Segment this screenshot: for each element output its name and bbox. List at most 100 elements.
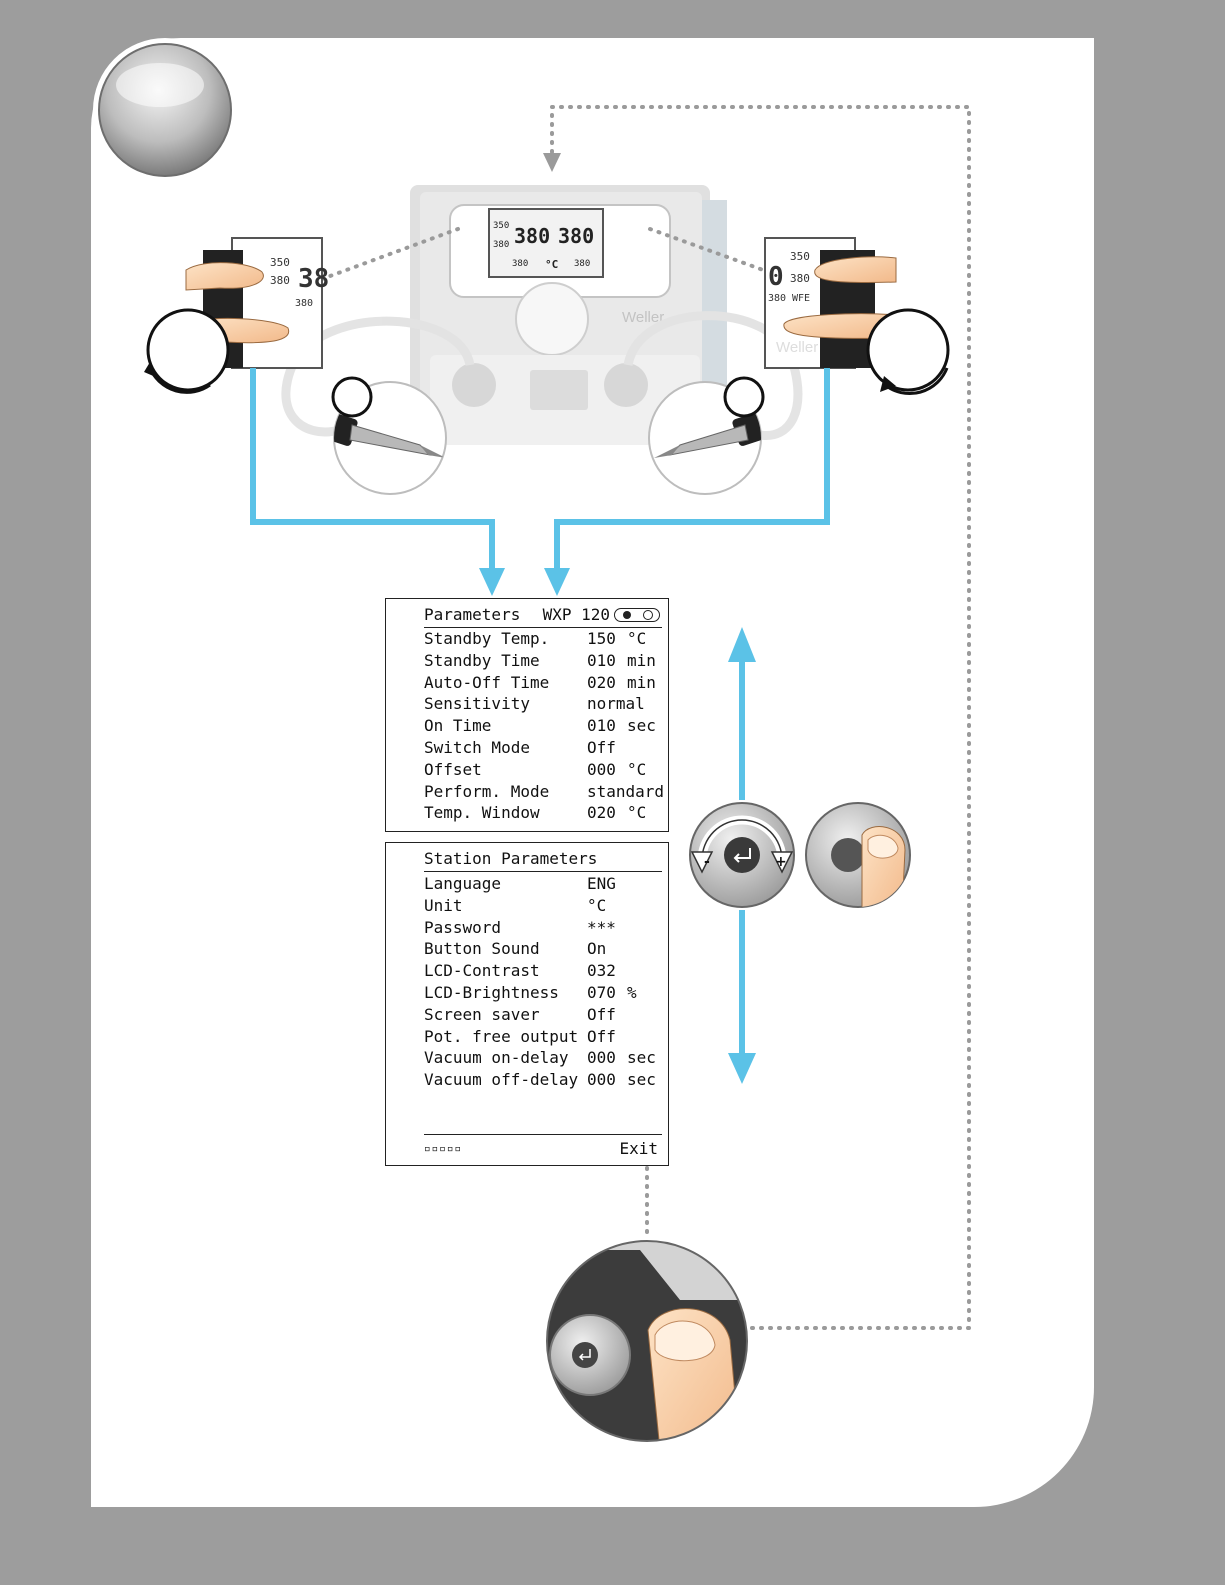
station-parameter-label: LCD-Brightness — [424, 983, 559, 1002]
right-zoom-brand: Weller — [776, 339, 818, 356]
parameter-unit: °C — [627, 803, 647, 823]
display-left-set: 380 — [512, 259, 529, 269]
parameter-row[interactable]: On Time 010 sec — [424, 715, 662, 737]
rotate-indicator-left — [144, 308, 230, 394]
parameter-row[interactable]: Standby Temp. 150 °C — [424, 628, 662, 650]
left-zoom-top: 350 — [270, 256, 290, 269]
parameter-value: 010 — [587, 650, 616, 670]
right-zoom-bottom: 380 — [790, 272, 810, 285]
station-parameter-value: On — [587, 939, 607, 959]
station-parameter-value: 032 — [587, 961, 616, 981]
parameter-unit: sec — [627, 716, 656, 736]
rotate-indicator-right — [866, 308, 950, 396]
knob-minus-label: - — [704, 854, 710, 870]
station-brand: Weller — [622, 309, 664, 326]
left-zoom-bottom: 380 — [270, 274, 290, 287]
station-parameter-label: Password — [424, 917, 502, 937]
right-zoom-set: 380 — [768, 293, 786, 304]
flow-arrowheads — [479, 568, 756, 1084]
parameter-value: normal — [587, 694, 645, 714]
parameter-label: Switch Mode — [424, 738, 530, 757]
dotted-connectors — [320, 105, 971, 1330]
station-parameter-label: Unit — [424, 895, 463, 915]
parameter-label: Perform. Mode — [424, 781, 550, 801]
station-parameter-row[interactable]: Language ENG — [424, 873, 662, 895]
left-zoom-set: 380 — [295, 298, 313, 309]
station-parameter-value: ENG — [587, 874, 616, 893]
parameter-row[interactable]: Auto-Off Time 020 min — [424, 672, 662, 694]
right-zoom-top: 350 — [790, 250, 810, 263]
station-parameter-row[interactable]: Button Sound On — [424, 938, 662, 960]
parameter-row[interactable]: Standby Time 010 min — [424, 650, 662, 672]
parameter-label: Auto-Off Time — [424, 672, 550, 692]
parameter-unit: °C — [627, 629, 647, 648]
display-right-set: 380 — [574, 259, 591, 269]
display-side-top: 350 — [493, 221, 510, 231]
parameter-label: Temp. Window — [424, 803, 540, 823]
station-parameter-value: Off — [587, 1026, 616, 1046]
station-parameter-row[interactable]: Password*** — [424, 917, 662, 939]
station-parameter-label: Vacuum off-delay — [424, 1070, 579, 1090]
parameter-row[interactable]: Temp. Window 020 °C — [424, 802, 662, 824]
station-parameter-label: Language — [424, 874, 502, 893]
station-parameter-label: Pot. free output — [424, 1026, 579, 1046]
knob-press — [805, 802, 911, 908]
tool-zoom-right — [648, 376, 765, 495]
station-parameter-label: Button Sound — [424, 939, 540, 959]
station-parameter-value: 000 — [587, 1048, 616, 1068]
station-parameter-label: Vacuum on-delay — [424, 1048, 569, 1068]
station-parameter-unit: % — [627, 983, 637, 1002]
parameter-label: Standby Time — [424, 650, 540, 670]
parameter-label: Offset — [424, 759, 482, 779]
parameter-value: 020 — [587, 803, 616, 823]
exit-button[interactable]: Exit — [619, 1139, 658, 1158]
tool-zoom-left — [331, 376, 447, 495]
parameter-label: Sensitivity — [424, 694, 530, 714]
right-zoom-partial: 0 — [768, 262, 784, 292]
knob-plus-label: + — [775, 854, 787, 870]
parameter-row[interactable]: Sensitivity normal — [424, 693, 662, 715]
left-zoom-partial: 38 — [298, 264, 329, 294]
station-parameters-title: Station Parameters — [424, 849, 598, 868]
station-parameter-value: °C — [587, 895, 607, 915]
parameter-label: Standby Temp. — [424, 629, 550, 648]
parameter-value: 010 — [587, 716, 616, 736]
parameter-unit: °C — [627, 759, 647, 779]
parameter-value: Off — [587, 738, 616, 757]
station-parameter-unit: sec — [627, 1048, 656, 1068]
station-parameter-row[interactable]: Unit °C — [424, 895, 662, 917]
page-indicator-dots: ▫▫▫▫▫ — [424, 1142, 463, 1155]
station-parameter-row[interactable]: Screen saver Off — [424, 1004, 662, 1026]
station-parameter-label: Screen saver — [424, 1004, 540, 1024]
station-parameters-footer: ▫▫▫▫▫ Exit — [424, 1134, 662, 1161]
station-parameter-row[interactable]: Pot. free output Off — [424, 1026, 662, 1048]
station-parameter-unit: sec — [627, 1070, 656, 1090]
station-parameters-screen: Station Parameters ▫▫▫▫▫ Exit Language EN… — [385, 842, 669, 1166]
parameter-row[interactable]: Perform. Mode standard — [424, 781, 665, 803]
parameter-value: 150 — [587, 629, 616, 648]
display-unit: °C — [545, 258, 559, 271]
parameter-unit: min — [627, 672, 656, 692]
parameter-value: standard — [587, 781, 665, 801]
parameter-unit: min — [627, 650, 656, 670]
parameter-value: 000 — [587, 759, 616, 779]
parameter-row[interactable]: Switch Mode Off — [424, 737, 662, 759]
down-arrow-head-icon — [543, 153, 561, 172]
parameters-model: WXP 120 — [542, 605, 610, 624]
parameters-title: Parameters — [424, 605, 521, 624]
station-parameter-row[interactable]: Vacuum on-delay 000 sec — [424, 1047, 662, 1069]
station-parameter-value: Off — [587, 1004, 616, 1024]
right-display-zoom: 350 380 0 380 WFE Weller — [764, 237, 897, 369]
parameter-value: 020 — [587, 672, 616, 692]
parameter-row[interactable]: Offset 000 °C — [424, 759, 662, 781]
right-zoom-tag: WFE — [792, 293, 810, 304]
flow-lines — [250, 368, 830, 1058]
parameter-label: On Time — [424, 716, 492, 736]
display-side-bottom: 380 — [493, 240, 510, 250]
section-badge — [93, 38, 237, 182]
